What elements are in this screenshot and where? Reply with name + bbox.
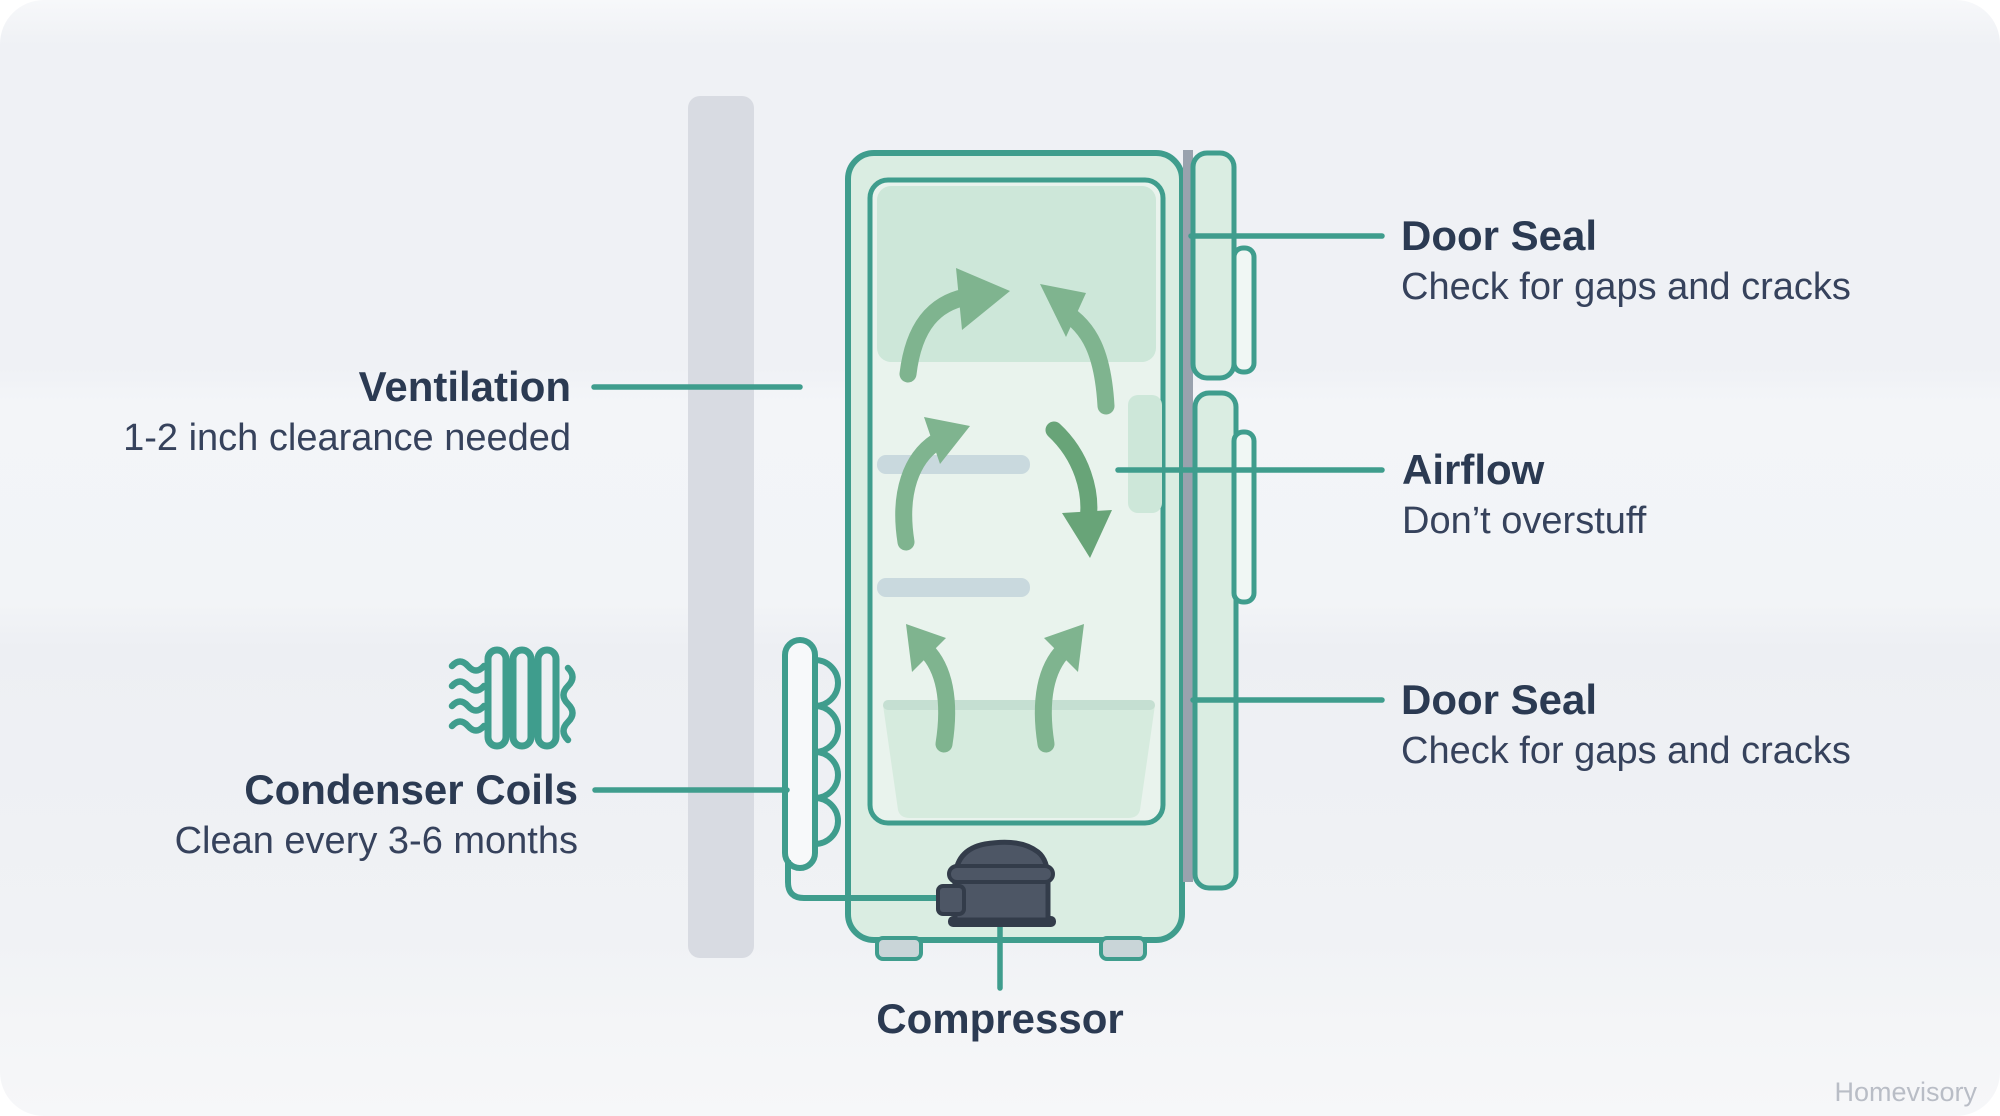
door-seal-top-title: Door Seal	[1401, 212, 1598, 259]
airflow-arrow-bottom-left	[906, 624, 956, 753]
airflow-title: Airflow	[1402, 446, 1545, 493]
brand-watermark: Homevisory	[1834, 1077, 1977, 1107]
airflow-arrow-top-right	[1040, 284, 1115, 415]
heat-wave-left	[448, 678, 488, 694]
shelf	[877, 455, 1030, 474]
compressor-nub	[936, 884, 966, 916]
heat-wave-left	[448, 658, 488, 674]
label-ventilation: Ventilation 1-2 inch clearance needed	[123, 361, 571, 463]
ventilation-title: Ventilation	[358, 363, 571, 410]
condenser-coils-subtitle: Clean every 3-6 months	[174, 820, 578, 862]
fridge-door	[1192, 390, 1239, 891]
airflow-arrow-middle-right	[1045, 421, 1112, 558]
crisper-drawer-lip	[883, 700, 1155, 710]
label-door-seal-bottom: Door Seal Check for gaps and cracks	[1401, 674, 1851, 776]
crisper-drawer	[883, 705, 1155, 818]
coil-tube	[534, 646, 560, 750]
door-handle-top	[1231, 245, 1257, 375]
airflow-arrow-bottom-right	[1034, 624, 1084, 753]
compressor-band	[947, 864, 1055, 884]
refrigerant-tube	[785, 860, 941, 901]
shelf	[877, 578, 1030, 597]
ventilation-subtitle: 1-2 inch clearance needed	[123, 417, 571, 459]
airflow-subtitle: Don’t overstuff	[1402, 500, 1647, 542]
door-handle-bottom	[1231, 429, 1257, 605]
condenser-coils-icon	[448, 646, 576, 750]
airflow-arrow-top-left	[899, 268, 1010, 383]
label-airflow: Airflow Don’t overstuff	[1402, 444, 1646, 546]
heat-wave-left	[448, 698, 488, 714]
label-door-seal-top: Door Seal Check for gaps and cracks	[1401, 210, 1851, 312]
airflow-arrow-middle-left	[895, 417, 970, 551]
door-seal-top-subtitle: Check for gaps and cracks	[1401, 266, 1851, 308]
door-seal-bottom-subtitle: Check for gaps and cracks	[1401, 730, 1851, 772]
condenser-coils-title: Condenser Coils	[244, 766, 578, 813]
door-seal-strip	[1183, 150, 1193, 882]
fridge-foot-left	[875, 936, 923, 961]
coil-tube	[484, 646, 510, 750]
fridge-foot-right	[1099, 936, 1147, 961]
condenser-coil-bumps	[814, 657, 841, 847]
heat-wave-left	[448, 718, 488, 734]
door-bin	[1128, 395, 1162, 513]
compressor-unit	[936, 839, 1056, 927]
compressor-title: Compressor	[876, 995, 1124, 1042]
wall-bar	[688, 96, 754, 958]
condenser-coil-loop	[782, 637, 818, 871]
label-compressor: Compressor	[876, 993, 1123, 1045]
label-condenser-coils: Condenser Coils Clean every 3-6 months	[175, 764, 578, 866]
door-seal-bottom-title: Door Seal	[1401, 676, 1598, 723]
coil-tube	[509, 646, 535, 750]
heat-wave-right	[560, 664, 576, 744]
freezer-door	[1190, 150, 1237, 381]
interior-top-section	[877, 186, 1156, 362]
